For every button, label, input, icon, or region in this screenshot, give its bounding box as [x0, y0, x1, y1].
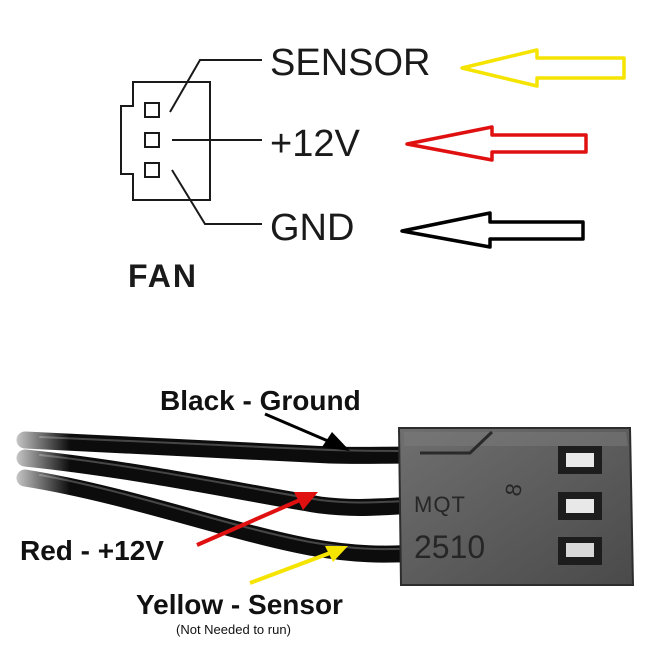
wire-sensor-sheen	[39, 474, 419, 551]
wire-ground	[16, 431, 429, 464]
pointer-sensor-arrowhead-icon	[325, 546, 348, 562]
label-sensor-note: (Not Needed to run)	[176, 622, 291, 637]
leader-line-gnd	[171, 169, 262, 225]
label-yellow-sensor: Yellow - Sensor	[136, 589, 343, 620]
wire-ground-sheen	[39, 436, 419, 452]
pointer-sensor	[249, 546, 348, 585]
wire-bundle	[16, 431, 429, 563]
polarity-mark	[420, 430, 494, 455]
arrow-gnd-icon	[400, 211, 585, 249]
housing-brand-text: MQT	[414, 492, 466, 517]
wire-fade	[0, 420, 70, 500]
pointer-ground-arrowhead-icon	[322, 432, 350, 451]
connector-housing: MQT 2510 8	[397, 427, 635, 586]
wire-power-sheen	[39, 454, 419, 504]
schematic: SENSOR +12V GND FAN	[120, 42, 626, 294]
pin-square-sensor	[144, 102, 160, 118]
arrow-12v-icon	[405, 125, 588, 162]
leader-line-sensor	[169, 59, 262, 113]
pointer-ground	[264, 412, 350, 451]
connector-caption: FAN	[128, 258, 198, 294]
pin-label-sensor: SENSOR	[270, 42, 430, 84]
pin-square-12v	[144, 132, 160, 148]
pointer-power	[196, 492, 318, 547]
pointer-power-arrowhead-icon	[294, 492, 318, 510]
pin-square-gnd	[144, 162, 160, 178]
connector-photo: MQT 2510 8 Black - Ground Red - +12V Yel…	[0, 385, 635, 637]
connector-outline	[120, 81, 211, 201]
housing-model-text: 2510	[414, 529, 485, 565]
pin-label-gnd: GND	[270, 207, 354, 249]
pin-label-12v: +12V	[270, 123, 360, 165]
housing-digit-text: 8	[500, 482, 527, 498]
label-red-12v: Red - +12V	[20, 535, 164, 566]
wire-power	[16, 449, 429, 516]
arrow-sensor-icon	[460, 48, 626, 88]
label-black-ground: Black - Ground	[160, 385, 361, 416]
wire-sensor	[16, 469, 429, 563]
